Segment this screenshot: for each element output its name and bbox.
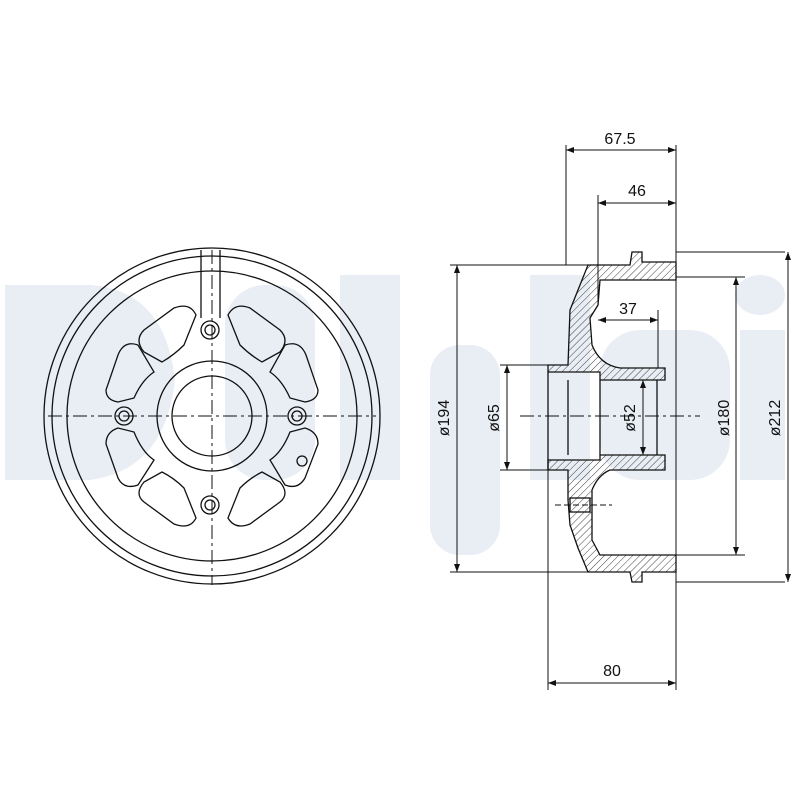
front-view	[43, 247, 381, 585]
dim-outer-flange-dia: ø194	[436, 400, 453, 437]
dim-bearing-seat-dia: ø65	[486, 404, 503, 432]
dim-drum-depth: 46	[628, 183, 646, 200]
watermark-logo	[5, 275, 785, 555]
dim-bore-dia: ø52	[622, 404, 639, 432]
dimension-labels: 67.5 46 37 80 ø194 ø65 ø52 ø180 ø212	[436, 131, 784, 680]
dim-hub-depth: 37	[619, 301, 637, 318]
bolt-holes	[114, 320, 307, 515]
dim-overall-depth: 67.5	[604, 131, 635, 148]
locator-hole	[296, 455, 308, 467]
dim-total-height: 80	[603, 663, 621, 680]
dim-braking-surface-dia: ø180	[716, 400, 733, 437]
dimensions	[450, 145, 791, 690]
ventilation-pockets	[105, 305, 319, 527]
section-lower	[547, 454, 677, 583]
dim-outer-dia: ø212	[767, 400, 784, 437]
